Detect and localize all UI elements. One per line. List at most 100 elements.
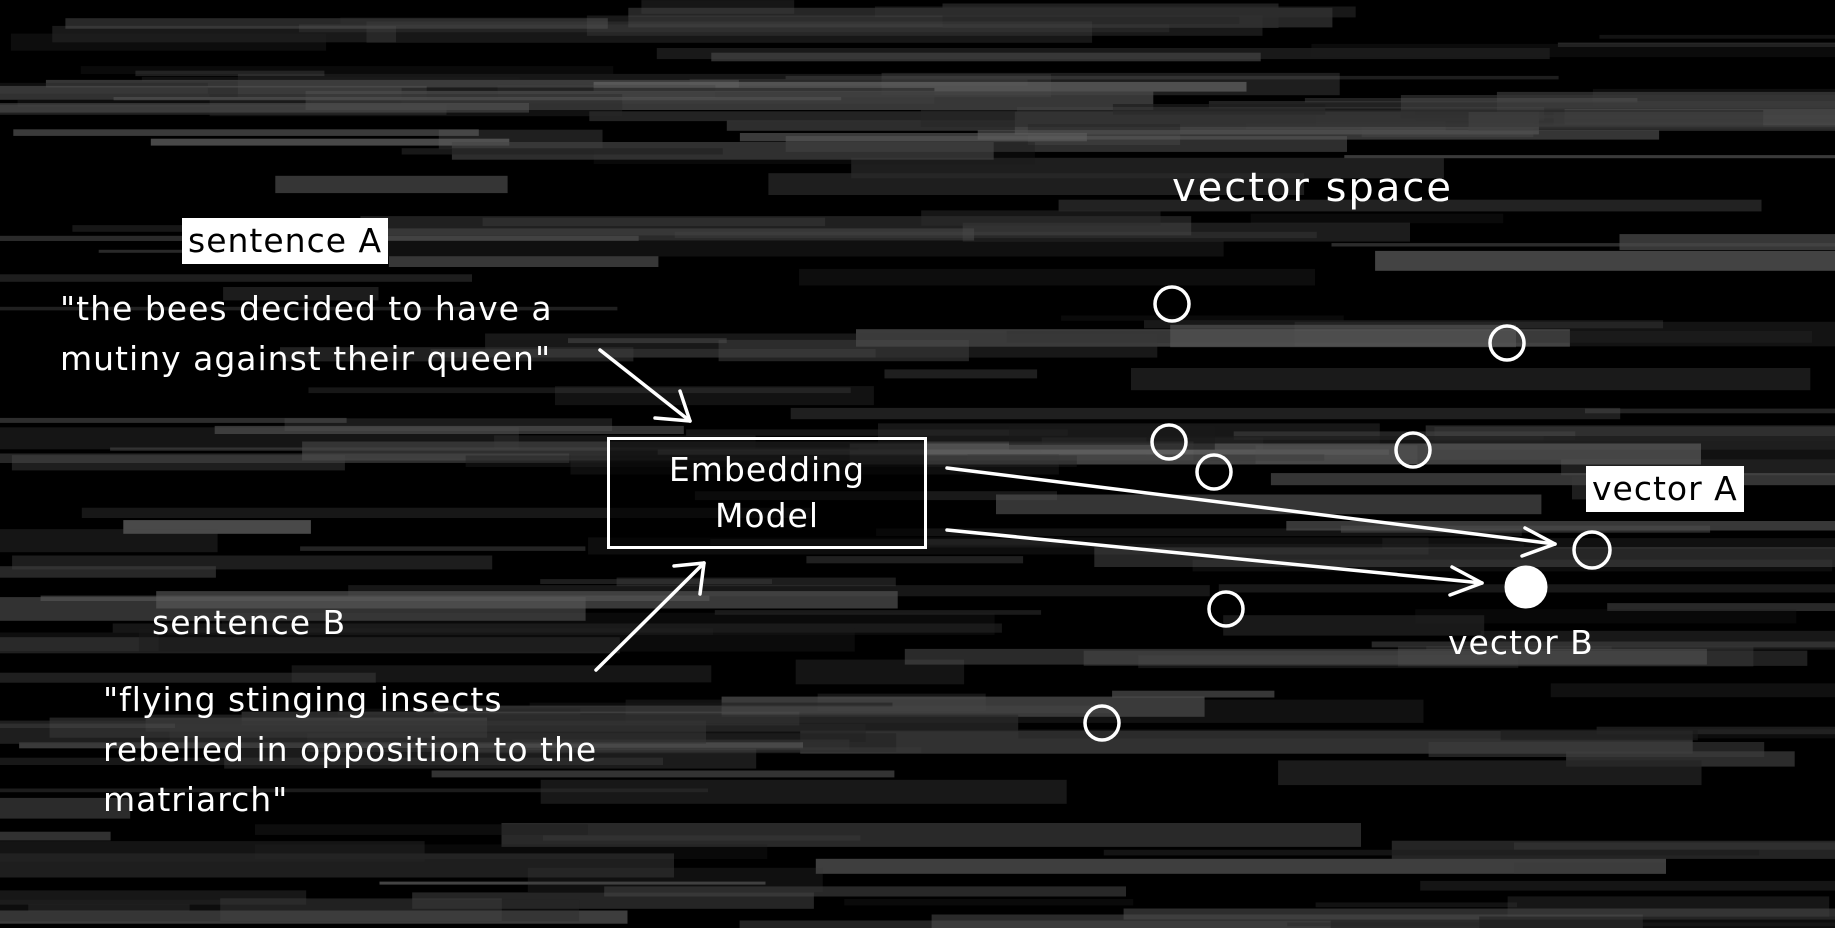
background-streak (0, 720, 707, 744)
vector-point (1150, 423, 1188, 461)
background-streak (540, 579, 772, 584)
background-streak (386, 240, 1224, 257)
background-streak (1331, 243, 1835, 247)
background-streak (1596, 726, 1835, 735)
background-streak (1607, 603, 1835, 611)
background-streak (123, 520, 311, 534)
background-streak (0, 103, 530, 113)
background-streak (785, 75, 1559, 80)
background-streak (167, 628, 713, 635)
background-streak (138, 628, 855, 652)
background-streak (275, 175, 508, 194)
background-streak (0, 841, 425, 862)
background-streak (0, 637, 620, 654)
background-streak (1420, 880, 1835, 891)
vector-a-point (1572, 530, 1612, 570)
vector-a-label: vector A (1586, 466, 1744, 512)
background-streak (604, 886, 1126, 897)
background-streak (1397, 646, 1754, 667)
background-streak (962, 222, 1410, 242)
arrowhead-sentence-b (672, 561, 706, 596)
background-streak (1468, 112, 1835, 131)
background-streak (0, 723, 175, 728)
background-streak (0, 757, 663, 765)
background-streak (1550, 683, 1835, 698)
background-streak (921, 210, 1161, 226)
background-streak (280, 347, 634, 362)
background-streak (482, 217, 826, 227)
background-streak (305, 90, 1154, 110)
background-streak (977, 130, 1660, 140)
background-streak (0, 417, 347, 423)
background-streak (150, 138, 510, 146)
background-streak (340, 16, 1240, 24)
background-streak (799, 268, 1315, 286)
background-streak (815, 858, 1666, 874)
background-streak (1144, 320, 1664, 329)
background-streak (942, 3, 1279, 28)
background-streak (1061, 315, 1344, 321)
background-streak (298, 24, 1170, 33)
background-streak (739, 920, 1331, 928)
background-streak (0, 632, 159, 652)
arrow-sentence-b-to-model (594, 561, 706, 672)
background-streak (1278, 760, 1702, 786)
background-streak (568, 338, 727, 344)
vector-point (1394, 431, 1432, 469)
background-streak (1112, 690, 1275, 698)
background-streak (1018, 729, 1835, 739)
background-streak (851, 157, 1444, 179)
background-streak (112, 623, 1002, 633)
background-streak (17, 100, 311, 107)
background-streak (616, 577, 896, 587)
arrow-model-to-vector-a (945, 466, 1557, 546)
background-streak (0, 529, 218, 553)
background-streak (0, 672, 376, 683)
background-streak (379, 881, 766, 885)
background-streak (795, 659, 965, 685)
background-streak (686, 429, 1068, 436)
background-streak (141, 76, 520, 82)
background-streak (527, 867, 823, 893)
background-streak (1311, 43, 1835, 58)
background-streak (1103, 849, 1760, 856)
background-streak (300, 546, 586, 551)
background-streak (442, 747, 922, 754)
vector-space-title: vector space (1172, 165, 1453, 211)
background-streak (291, 665, 712, 683)
vector-b-label: vector B (1448, 623, 1594, 662)
background-streak (80, 66, 614, 74)
background-streak (884, 369, 1038, 379)
background-streak (996, 494, 1542, 515)
sentence-a-text: "the bees decided to have a mutiny again… (60, 289, 553, 378)
background-streak (0, 831, 111, 841)
arrowhead-vector-b (1448, 565, 1484, 597)
background-streak (1250, 213, 1504, 224)
embedding-model-box: Embedding Model (607, 437, 927, 549)
background-streak (1192, 559, 1833, 572)
background-streak (1479, 916, 1835, 928)
background-streak (501, 823, 1361, 847)
background-streak (1480, 630, 1835, 650)
background-streak (224, 748, 757, 769)
background-streak (0, 597, 586, 621)
background-streak (11, 455, 345, 471)
background-streak (1557, 42, 1835, 47)
sentence-b-label: sentence B (152, 603, 347, 642)
background-streak (1344, 155, 1835, 159)
background-streak (1543, 436, 1835, 446)
background-streak (348, 585, 1210, 597)
vector-point (1083, 704, 1121, 742)
background-streak (1123, 908, 1835, 920)
background-streak (967, 454, 1325, 461)
embedding-model-label: Embedding Model (668, 450, 866, 535)
background-streak (223, 287, 379, 301)
background-streak (1315, 902, 1518, 908)
background-streak (764, 543, 1524, 548)
background-streak (0, 453, 570, 463)
background-streak (401, 148, 723, 155)
background-streak (12, 555, 493, 570)
arrowhead-vector-a (1520, 526, 1557, 558)
